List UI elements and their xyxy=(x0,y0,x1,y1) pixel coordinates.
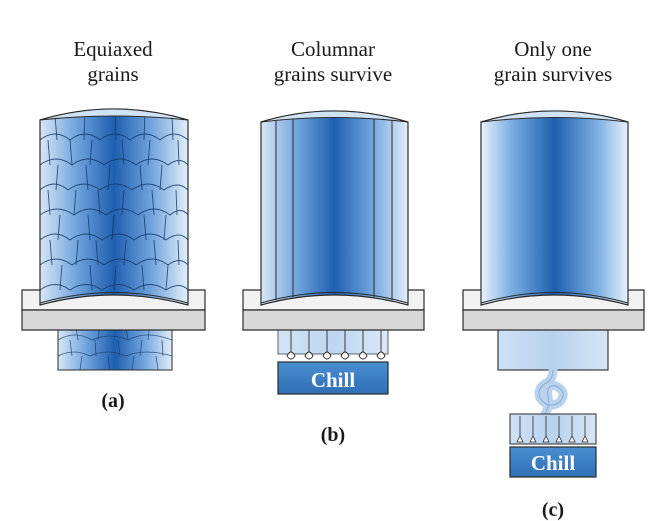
panel-c: Only one grain survives Chill xyxy=(462,37,645,521)
panel-a-casting xyxy=(39,108,189,306)
panel-b-chill-label: Chill xyxy=(311,368,356,392)
panel-c-casting xyxy=(480,110,629,306)
panel-c-label: (c) xyxy=(542,499,564,521)
panel-c-chill-cavity xyxy=(509,413,597,445)
panel-b-chill-block: Chill xyxy=(277,361,389,395)
panel-b-nuclei xyxy=(286,326,386,360)
panel-c-nuclei xyxy=(516,416,589,443)
panel-c-chill-label: Chill xyxy=(531,451,576,475)
panel-b-caption-line1: Columnar xyxy=(291,37,375,61)
panel-a-caption-line1: Equiaxed xyxy=(73,37,153,61)
panel-c-caption-line2: grain survives xyxy=(494,62,612,86)
panel-a-caption-line2: grains xyxy=(87,62,138,86)
panel-c-grain-selector-spiral xyxy=(534,365,568,419)
panel-c-caption-line1: Only one xyxy=(514,37,592,61)
panel-b-caption-line2: grains survive xyxy=(274,62,392,86)
panel-a: Equiaxed grains xyxy=(21,37,206,412)
panel-c-chill-block: Chill xyxy=(509,446,597,478)
panel-b: Columnar grains survive Chill xyxy=(242,37,425,446)
panel-b-label: (b) xyxy=(321,424,345,446)
panel-a-label: (a) xyxy=(101,390,124,412)
panel-b-casting xyxy=(260,110,409,306)
